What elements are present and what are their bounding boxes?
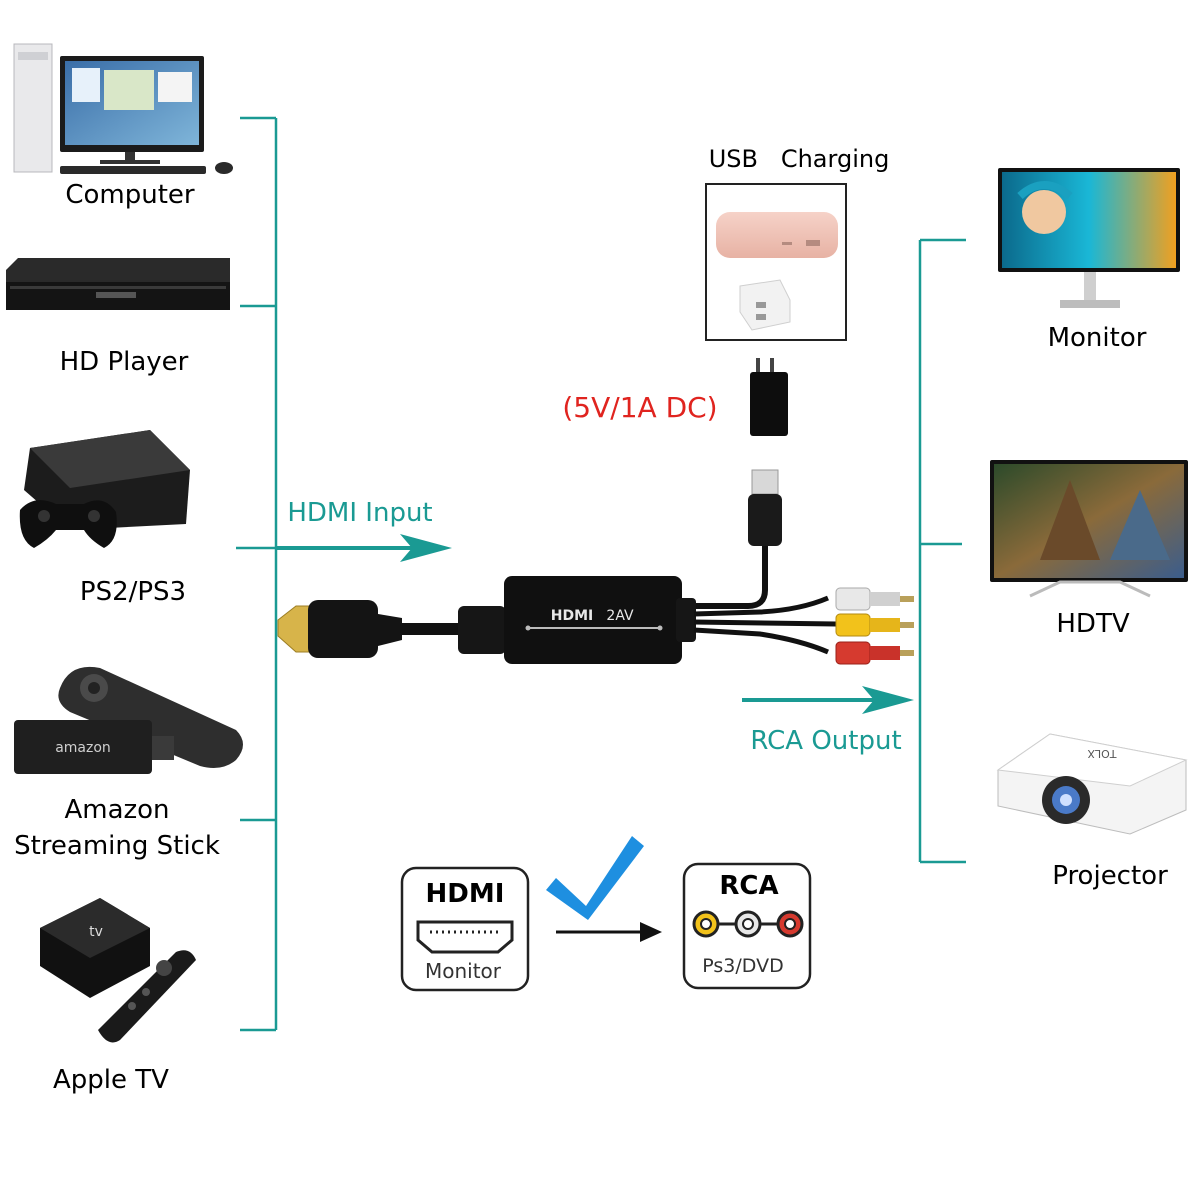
converter-brand: HDMI [551,608,593,624]
ps3-image [19,430,190,548]
rca-legend-sub: Ps3/DVD [702,955,783,977]
amazon-logo-text: amazon [55,740,111,756]
hd-player-image [6,258,230,310]
hdmi2av-converter: HDMI 2AV [504,576,696,664]
hdmi-legend-sub: Monitor [425,959,502,983]
usb-cable [690,469,782,609]
rca-jacks-icon [692,910,804,938]
hdmi-cable [277,600,506,658]
power-spec-label: (5V/1A DC) [562,391,717,424]
hdmi-legend-title: HDMI [426,879,505,909]
hdmi-input-label: HDMI Input [287,498,432,528]
power-adapter-image [750,358,788,436]
projector-image: TOLX [996,733,1188,835]
charging-box [705,183,847,341]
apple-tv-image: tv [40,898,196,1043]
hdmi-input-arrow [276,534,452,562]
rca-legend-title: RCA [719,871,778,901]
rca-output-label: RCA Output [750,726,901,756]
projector-brand-text: TOLX [1087,747,1118,760]
hdtv-label: HDTV [1056,609,1129,639]
amazon-stick-image: amazon [14,666,244,774]
check-icon [546,836,644,920]
apple-tv-logo-text: tv [89,924,103,940]
converter-suffix: 2AV [606,608,634,624]
computer-image [13,43,233,174]
hdtv-image [990,460,1188,598]
amazon-label-line2: Streaming Stick [14,831,220,861]
source-bracket [236,116,278,1032]
output-bracket [918,238,966,864]
rca-cables [693,595,837,655]
hdmi-port-icon [416,920,514,954]
rca-output-arrow [742,686,914,714]
monitor-label: Monitor [1048,323,1147,353]
rca-plugs [835,587,914,665]
rca-legend-box: RCA Ps3/DVD [682,862,812,990]
amazon-label-line1: Amazon [64,795,169,825]
hdmi-legend-box: HDMI Monitor [400,866,530,992]
right-arrow-icon [556,922,662,942]
computer-label: Computer [65,180,195,210]
apple-tv-label: Apple TV [53,1065,169,1095]
monitor-image [998,168,1180,308]
usb-charging-label: USB Charging [709,145,890,173]
projector-label: Projector [1052,861,1168,891]
ps-label: PS2/PS3 [80,577,186,607]
hd-player-label: HD Player [60,347,189,377]
